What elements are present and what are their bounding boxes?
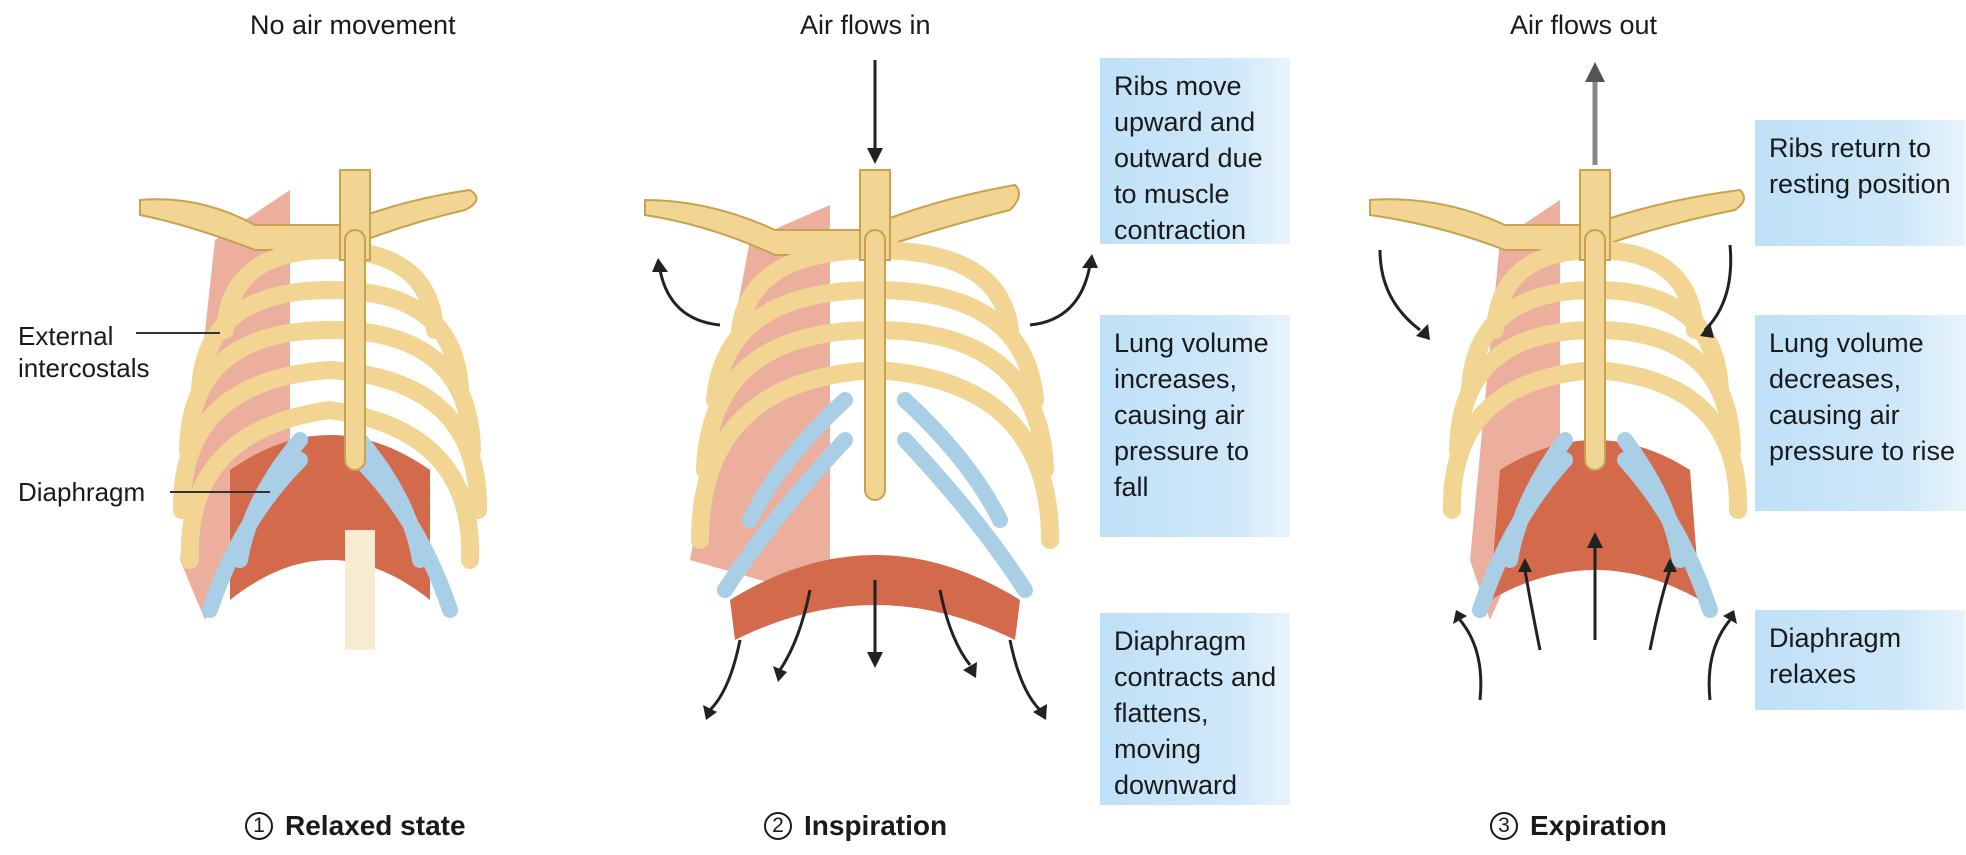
- callout-lung-volume-decreases: Lung volume decreases, causing air press…: [1755, 315, 1966, 511]
- panel-inspiration: Air flows in: [630, 0, 1290, 855]
- label-external: External: [18, 320, 150, 352]
- panel-expiration: Air flows out: [1350, 0, 1966, 855]
- rib-cage-relaxed-illustration: [0, 0, 600, 855]
- step-number-3: 3: [1490, 812, 1518, 840]
- caption-inspiration: 2 Inspiration: [764, 810, 947, 842]
- caption-relaxed-state: 1 Relaxed state: [245, 810, 466, 842]
- label-external-intercostals: External intercostals: [18, 320, 150, 384]
- callout-lung-volume-increases: Lung volume increases, causing air press…: [1100, 315, 1290, 537]
- caption-text: Relaxed state: [285, 810, 466, 842]
- callout-ribs-return: Ribs return to resting position: [1755, 120, 1965, 246]
- caption-expiration: 3 Expiration: [1490, 810, 1667, 842]
- callout-diaphragm-relaxes: Diaphragm relaxes: [1755, 610, 1965, 710]
- callout-diaphragm-contracts: Diaphragm contracts and flattens, moving…: [1100, 613, 1290, 805]
- panel-relaxed-state: No air movement: [0, 0, 600, 855]
- step-number-1: 1: [245, 812, 273, 840]
- caption-text: Inspiration: [804, 810, 947, 842]
- caption-text: Expiration: [1530, 810, 1667, 842]
- callout-ribs-move-upward: Ribs move upward and outward due to musc…: [1100, 58, 1290, 244]
- label-diaphragm: Diaphragm: [18, 476, 145, 508]
- step-number-2: 2: [764, 812, 792, 840]
- label-intercostals: intercostals: [18, 352, 150, 384]
